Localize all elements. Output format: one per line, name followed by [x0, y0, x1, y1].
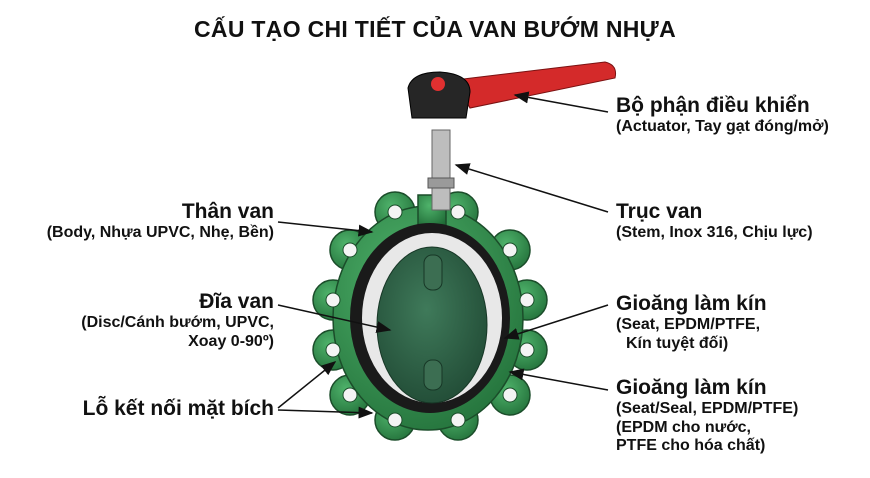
handle — [407, 61, 616, 119]
label-actuator-name: Bộ phận điều khiển — [616, 94, 810, 117]
diagram-title: CẤU TẠO CHI TIẾT CỦA VAN BƯỚM NHỰA — [194, 16, 676, 42]
label-actuator-desc: (Actuator, Tay gạt đóng/mở) — [616, 118, 829, 136]
stem — [431, 129, 451, 211]
label-disc-name: Đĩa van — [199, 290, 274, 313]
label-holes-name: Lỗ kết nối mặt bích — [82, 397, 274, 420]
label-seat-desc: (Seat, EPDM/PTFE, — [616, 316, 761, 334]
label-stem-desc: (Stem, Inox 316, Chịu lực) — [616, 224, 813, 242]
label-body-desc: (Body, Nhựa UPVC, Nhẹ, Bền) — [46, 224, 274, 242]
label-actuator: Bộ phận điều khiển (Actuator, Tay gạt đó… — [616, 94, 829, 137]
label-seat: Gioăng làm kín (Seat, EPDM/PTFE, Kín tuy… — [616, 292, 767, 353]
label-seat-desc: Kín tuyệt đối) — [626, 334, 729, 352]
label-seal-name: Gioăng làm kín — [616, 376, 767, 399]
label-disc: Đĩa van (Disc/Cánh bướm, UPVC, Xoay 0-90… — [81, 290, 274, 351]
label-holes: Lỗ kết nối mặt bích — [83, 397, 274, 421]
label-stem: Trục van (Stem, Inox 316, Chịu lực) — [616, 200, 813, 243]
label-seat-name: Gioăng làm kín — [616, 292, 767, 315]
label-seal-desc: (Seat/Seal, EPDM/PTFE) — [616, 400, 799, 418]
label-body: Thân van (Body, Nhựa UPVC, Nhẹ, Bền) — [47, 200, 274, 243]
label-disc-desc: Xoay 0-90º) — [188, 332, 274, 350]
label-body-name: Thân van — [181, 200, 274, 223]
label-stem-name: Trục van — [616, 200, 703, 223]
label-seal: Gioăng làm kín (Seat/Seal, EPDM/PTFE) (E… — [616, 376, 798, 455]
label-seal-desc: (EPDM cho nước, — [616, 418, 751, 436]
label-disc-desc: (Disc/Cánh bướm, UPVC, — [81, 314, 274, 332]
leader-lines — [277, 91, 609, 419]
label-seal-desc: PTFE cho hóa chất) — [616, 436, 766, 454]
